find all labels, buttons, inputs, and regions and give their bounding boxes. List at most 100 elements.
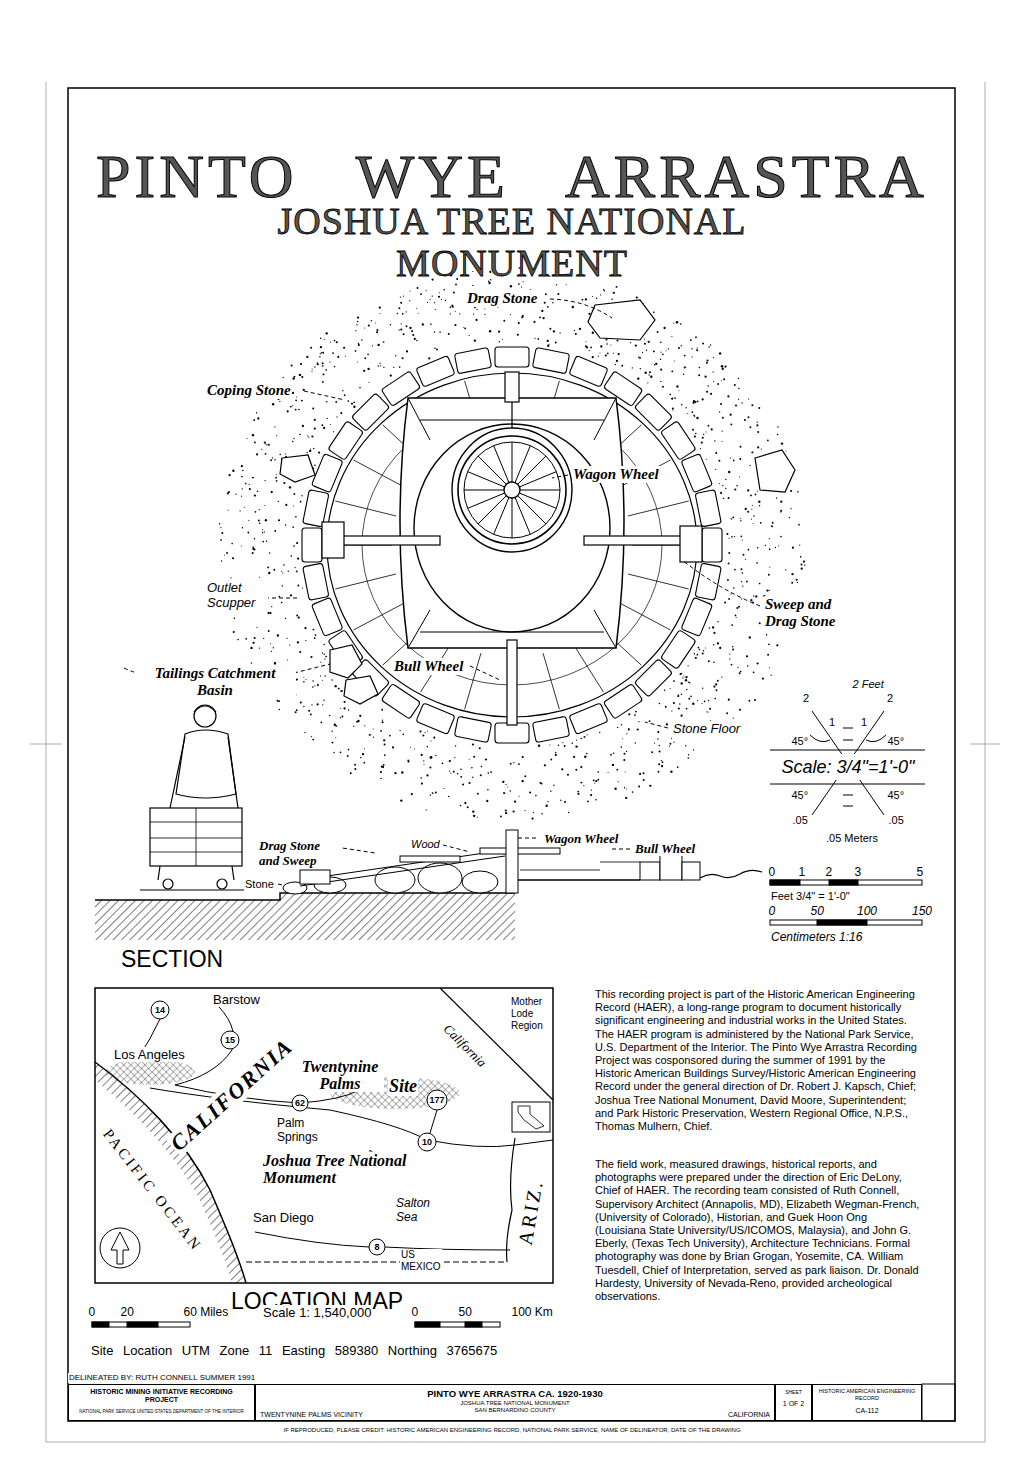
stipple-dots	[406, 311, 407, 312]
stipple-dots	[723, 378, 725, 380]
stipple-dots	[424, 732, 425, 733]
stipple-dots	[678, 390, 679, 391]
stipple-dots	[252, 547, 254, 549]
leader-line	[304, 391, 345, 400]
section-drawing	[520, 862, 640, 870]
stipple-dots	[644, 338, 645, 339]
stipple-dots	[372, 345, 373, 346]
stipple-dots	[777, 426, 778, 427]
stipple-dots	[728, 471, 730, 473]
stipple-dots	[616, 769, 618, 771]
stipple-dots	[300, 501, 302, 503]
scale-label: 2	[825, 865, 834, 879]
stipple-dots	[719, 411, 720, 412]
stipple-dots	[474, 339, 476, 341]
stipple-dots	[333, 431, 334, 432]
sweep-arms	[584, 536, 684, 545]
stipple-dots	[330, 341, 331, 342]
stipple-dots	[662, 386, 664, 388]
stipple-dots	[505, 812, 507, 814]
stipple-dots	[242, 470, 243, 471]
stipple-dots	[297, 557, 299, 559]
stipple-dots	[320, 337, 322, 339]
stipple-dots	[706, 432, 707, 433]
stipple-dots	[504, 792, 506, 794]
stipple-dots	[441, 299, 442, 300]
scale-bar	[829, 880, 858, 885]
stipple-dots	[720, 403, 722, 405]
stipple-dots	[659, 703, 661, 705]
stipple-dots	[733, 587, 735, 589]
stipple-dots	[683, 374, 684, 375]
stipple-dots	[759, 505, 760, 506]
stipple-dots	[473, 313, 474, 314]
stipple-dots	[740, 518, 741, 519]
stipple-dots	[219, 523, 220, 524]
stipple-dots	[219, 267, 805, 820]
loose-rocks	[280, 455, 315, 482]
stipple-dots	[650, 376, 652, 378]
floor-pavers	[335, 501, 396, 516]
stipple-dots	[659, 751, 661, 753]
worker-figure	[194, 706, 216, 712]
stipple-dots	[421, 754, 423, 756]
stipple-dots	[383, 764, 385, 766]
stipple-dots	[726, 712, 728, 714]
stipple-dots	[712, 371, 713, 372]
stipple-dots	[606, 343, 608, 345]
stipple-dots	[329, 361, 330, 362]
cell-text: HISTORIC MINING INITIATIVE RECORDING PRO…	[73, 1388, 250, 1404]
stipple-dots	[621, 746, 623, 748]
stipple-dots	[285, 504, 287, 506]
floor-pavers	[628, 574, 689, 589]
stipple-dots	[279, 709, 281, 711]
stipple-dots	[780, 510, 782, 512]
stipple-dots	[677, 386, 679, 388]
stipple-dots	[311, 736, 312, 737]
stipple-dots	[295, 711, 297, 713]
stipple-dots	[746, 581, 748, 583]
stipple-dots	[702, 342, 704, 344]
stipple-dots	[327, 418, 328, 419]
sweep-arms	[340, 536, 440, 545]
stipple-dots	[314, 685, 315, 686]
stipple-dots	[432, 792, 434, 794]
stipple-dots	[719, 352, 721, 354]
stipple-dots	[721, 380, 722, 381]
stipple-dots	[681, 404, 683, 406]
floor-pavers	[572, 642, 604, 692]
stipple-dots	[228, 510, 229, 511]
map-label: ARIZ.	[513, 1176, 547, 1247]
stipple-dots	[420, 777, 422, 779]
stipple-dots	[355, 330, 356, 331]
stipple-dots	[289, 645, 290, 646]
stipple-dots	[272, 457, 273, 458]
stipple-dots	[775, 547, 776, 548]
stipple-dots	[505, 784, 506, 785]
stipple-dots	[778, 545, 779, 546]
stipple-dots	[499, 341, 500, 342]
wagon-wheel	[452, 428, 572, 552]
stipple-dots	[409, 291, 410, 292]
stipple-dots	[728, 497, 730, 499]
stipple-dots	[285, 453, 286, 454]
stipple-dots	[272, 403, 274, 405]
stipple-dots	[615, 364, 616, 365]
stipple-dots	[716, 689, 718, 691]
stipple-dots	[267, 612, 269, 614]
stipple-dots	[265, 453, 267, 455]
stipple-dots	[673, 323, 674, 324]
stipple-dots	[257, 490, 259, 492]
stipple-dots	[432, 295, 433, 296]
stipple-dots	[729, 658, 730, 659]
stipple-dots	[547, 345, 549, 347]
stipple-dots	[416, 287, 418, 289]
stipple-dots	[484, 314, 485, 315]
stipple-dots	[245, 638, 247, 640]
stipple-dots	[737, 667, 738, 668]
stipple-dots	[345, 356, 346, 357]
stipple-dots	[741, 581, 742, 582]
cell-text: SHEET	[776, 1389, 811, 1395]
stipple-dots	[480, 774, 482, 776]
stipple-dots	[249, 488, 251, 490]
